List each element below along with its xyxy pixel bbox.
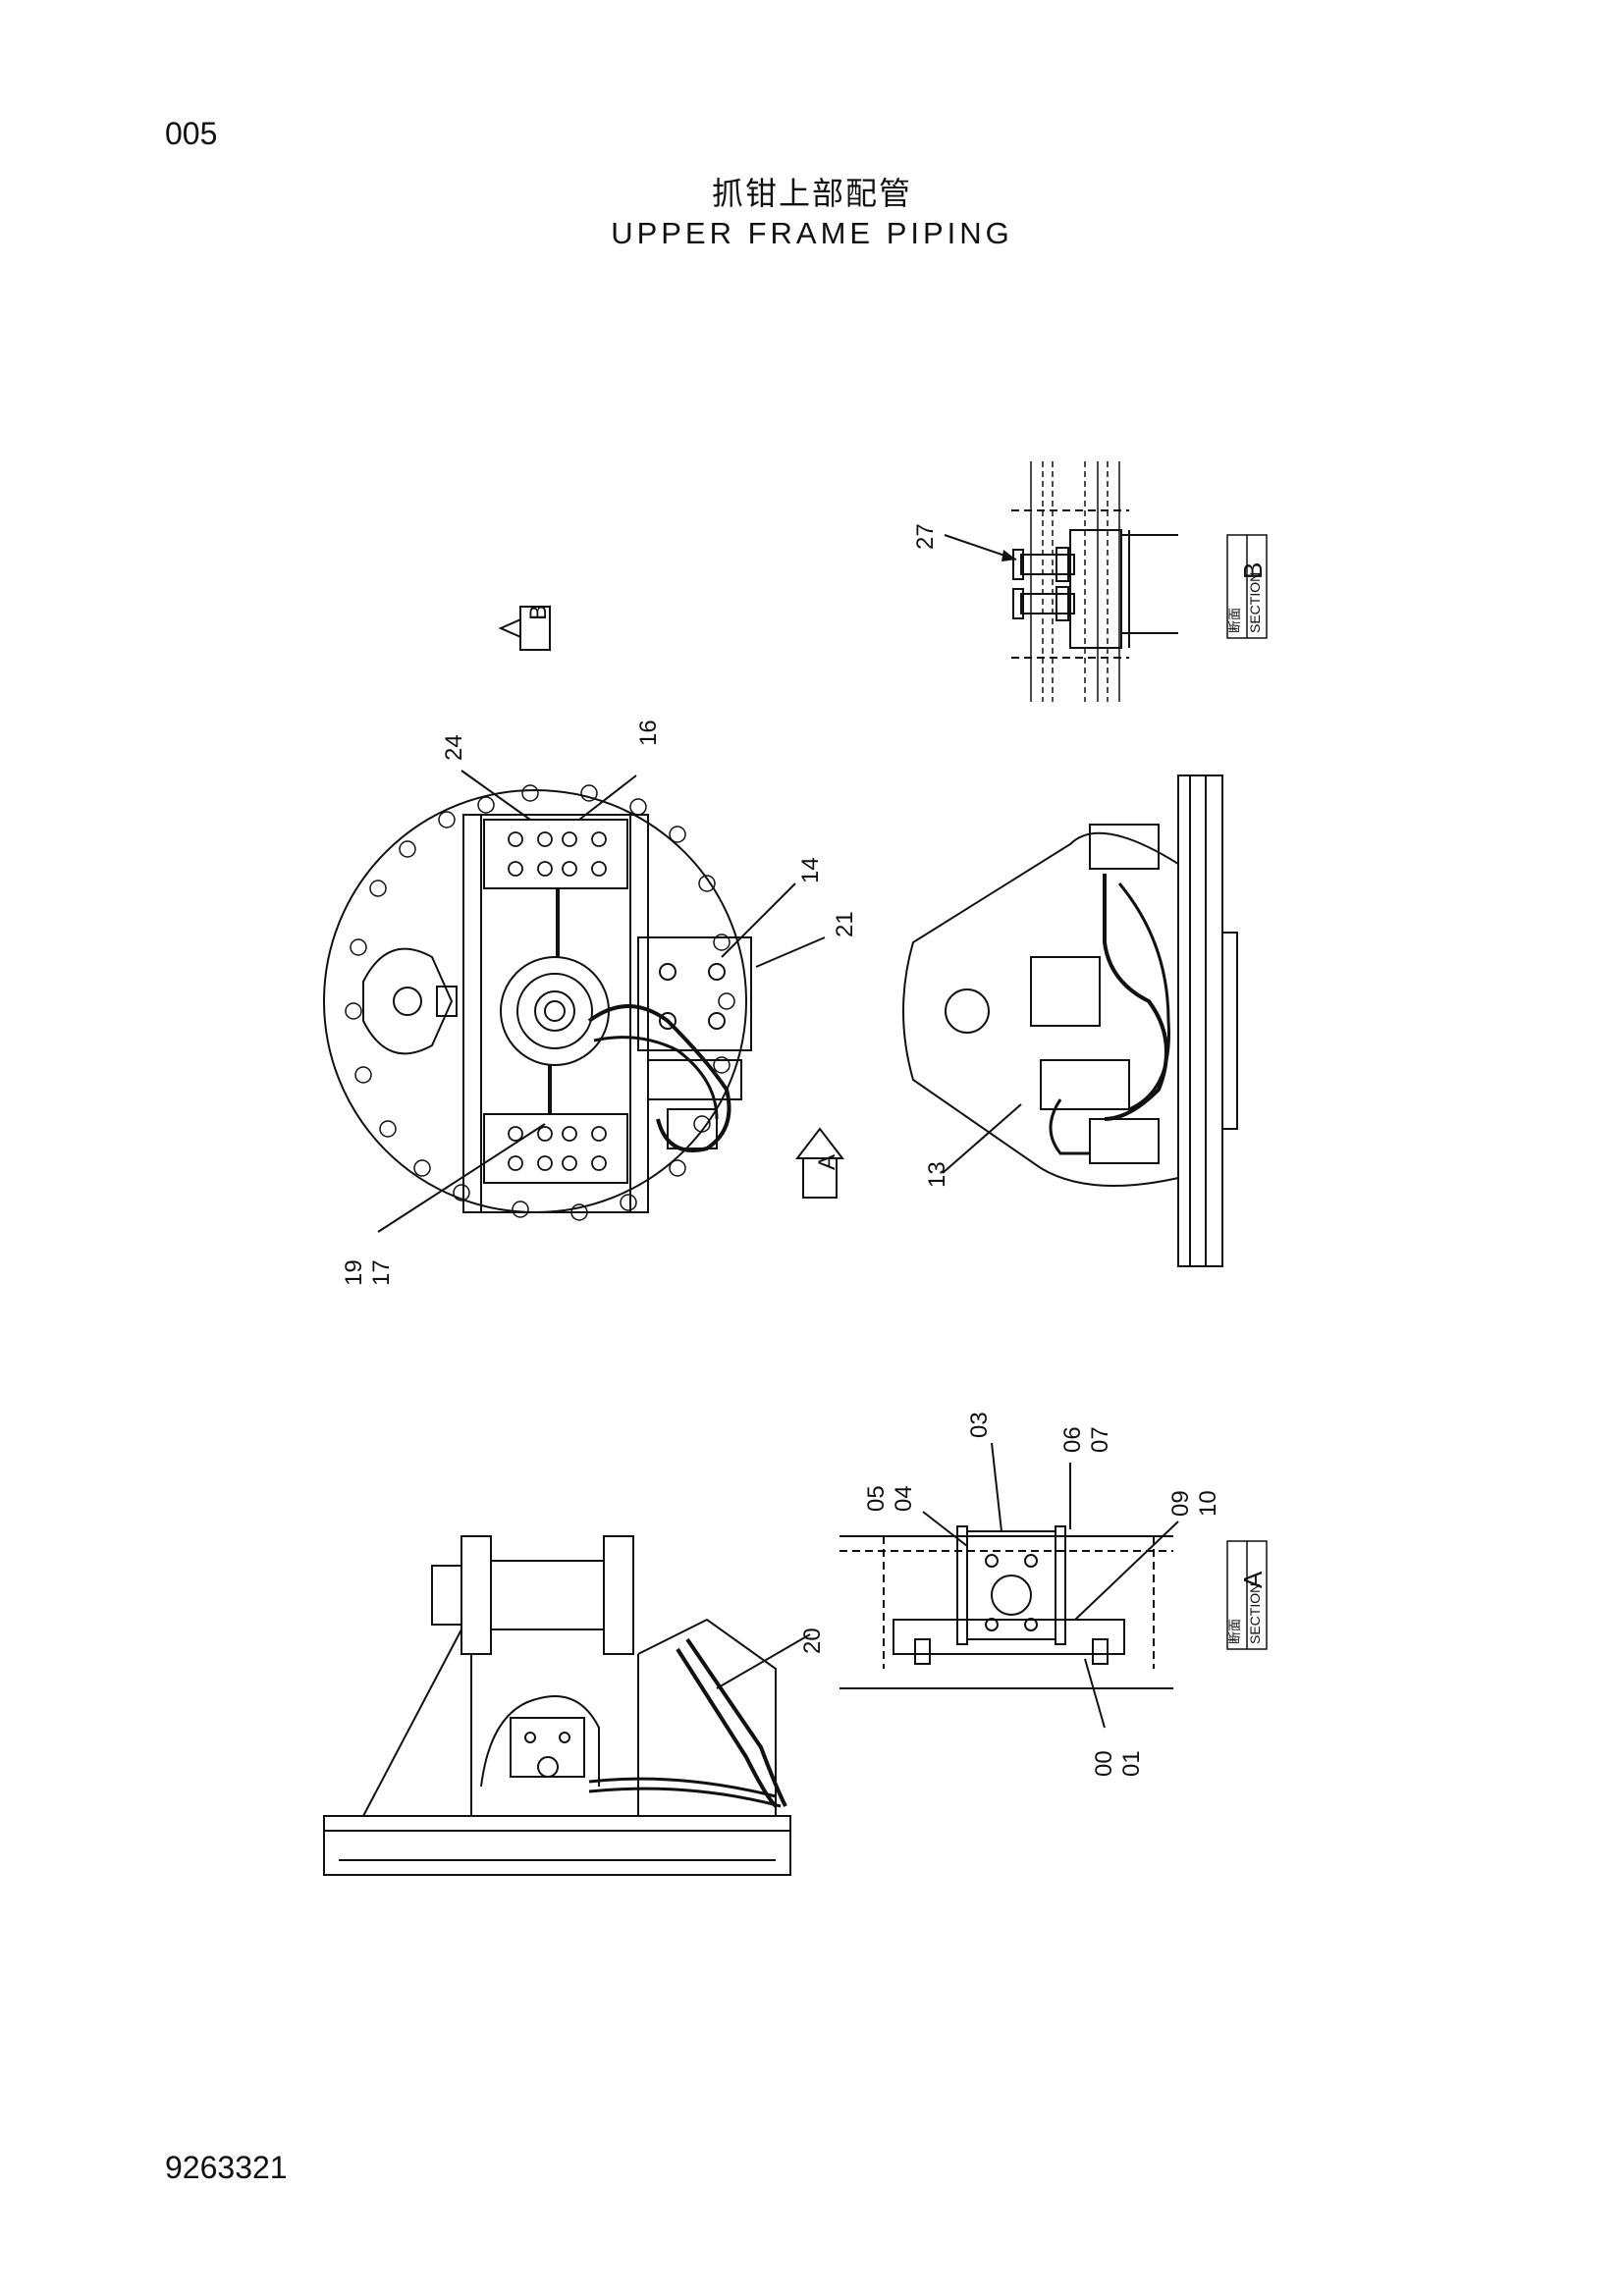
callout-01: 01: [1118, 1750, 1145, 1777]
view-marker-b-letter: B: [525, 605, 552, 620]
title-english: UPPER FRAME PIPING: [611, 216, 1013, 250]
callout-16: 16: [635, 720, 662, 746]
callout-27: 27: [912, 523, 939, 550]
plan-view: [323, 770, 826, 1233]
callout-05: 05: [863, 1485, 890, 1512]
view-marker-b: [498, 605, 551, 652]
page-number: 005: [165, 116, 218, 151]
elevation-view: [323, 1535, 811, 1876]
callout-06: 06: [1059, 1426, 1086, 1453]
side-view: [902, 774, 1238, 1267]
callout-07: 07: [1087, 1426, 1113, 1453]
section-b-cn: 断面: [1227, 608, 1242, 633]
callout-00: 00: [1091, 1750, 1117, 1777]
callout-24: 24: [441, 734, 467, 761]
callout-10: 10: [1195, 1490, 1221, 1517]
section-a-letter: A: [1238, 1571, 1268, 1588]
callout-21: 21: [832, 911, 858, 937]
callout-04: 04: [891, 1485, 917, 1512]
callout-09: 09: [1167, 1490, 1194, 1517]
view-marker-a: [794, 1127, 845, 1199]
callout-03: 03: [966, 1412, 993, 1438]
section-b-en: SECTION: [1247, 572, 1263, 633]
title-chinese: 抓钳上部配管: [711, 175, 912, 212]
section-a-en: SECTION: [1247, 1583, 1263, 1644]
document-number: 9263321: [165, 2150, 288, 2185]
callout-19: 19: [341, 1259, 367, 1286]
callout-17: 17: [368, 1259, 395, 1286]
section-a-detail: [839, 1442, 1179, 1729]
view-marker-a-letter: A: [814, 1154, 840, 1170]
callout-13: 13: [924, 1161, 950, 1188]
section-a-cn: 断面: [1227, 1619, 1242, 1644]
section-b-detail: [944, 461, 1268, 702]
callout-20: 20: [799, 1628, 826, 1654]
section-b-letter: B: [1238, 562, 1268, 579]
callout-14: 14: [797, 857, 824, 883]
